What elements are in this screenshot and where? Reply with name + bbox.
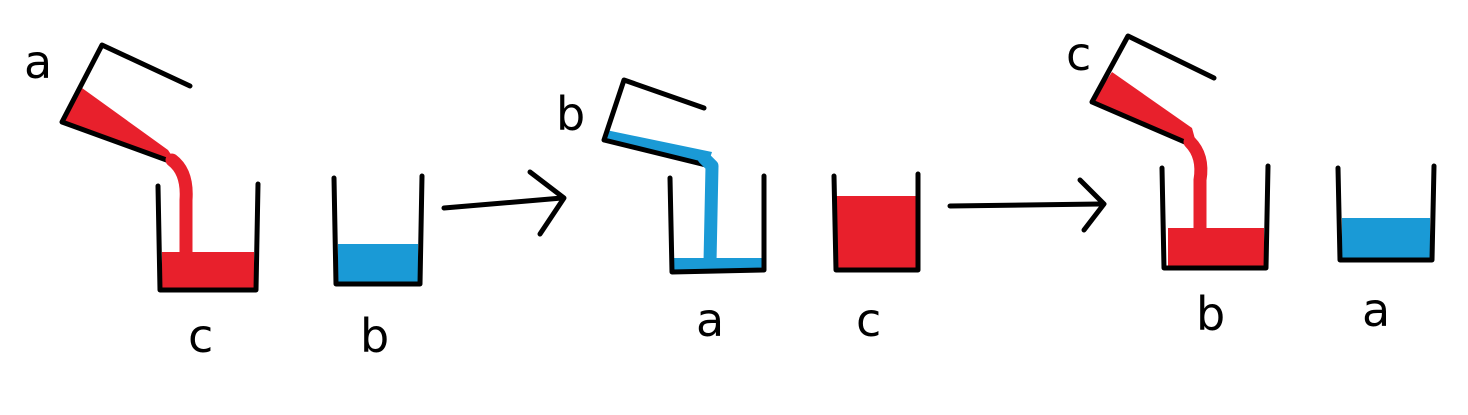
tilted-cup-outline (601, 77, 713, 169)
cup-c: c (831, 171, 921, 347)
cup-a: a (1335, 163, 1437, 337)
tilted-cup-label: b (556, 87, 585, 141)
cup-label: a (1362, 283, 1390, 337)
tilted-cup-b: b (556, 77, 713, 169)
cup-b: b (1159, 163, 1271, 341)
cup-liquid (162, 252, 254, 290)
tilted-cup-liquid (1092, 72, 1198, 150)
cup-outline (1335, 163, 1437, 263)
tilted-cup-outline (1089, 33, 1217, 149)
tilted-cup-label: a (24, 35, 52, 89)
arrow-1 (441, 169, 567, 237)
step-2: b a c (556, 77, 921, 347)
cup-label: a (696, 293, 724, 347)
cup-liquid (338, 244, 418, 284)
cup-label: b (360, 309, 389, 363)
step-1: a c b (24, 35, 425, 363)
cup-a: a (667, 173, 767, 347)
cup-outline (331, 173, 425, 287)
cup-outline (1159, 163, 1271, 271)
tilted-cup-c: c (1066, 27, 1217, 150)
pour-stream (165, 153, 193, 269)
cup-liquid (1168, 228, 1264, 266)
tilted-cup-label: c (1066, 27, 1091, 81)
tilted-cup-outline (59, 42, 193, 165)
cup-label: c (188, 309, 213, 363)
tilted-cup-a: a (24, 35, 193, 165)
cup-liquid (836, 196, 916, 270)
cup-b: b (331, 173, 425, 363)
cup-c: c (155, 181, 261, 363)
tilted-cup-liquid (62, 88, 178, 165)
tilted-cup-liquid (604, 130, 712, 164)
cup-outline (831, 171, 921, 273)
pour-stream (1183, 135, 1208, 243)
pour-stream (697, 151, 719, 269)
arrow-2 (947, 177, 1107, 233)
cup-outline (155, 181, 261, 293)
cup-liquid (674, 258, 762, 270)
step-3: c b a (1066, 27, 1437, 341)
cup-label: c (856, 293, 881, 347)
cup-outline (667, 173, 767, 275)
cup-label: b (1196, 287, 1225, 341)
cup-liquid (1342, 218, 1430, 260)
